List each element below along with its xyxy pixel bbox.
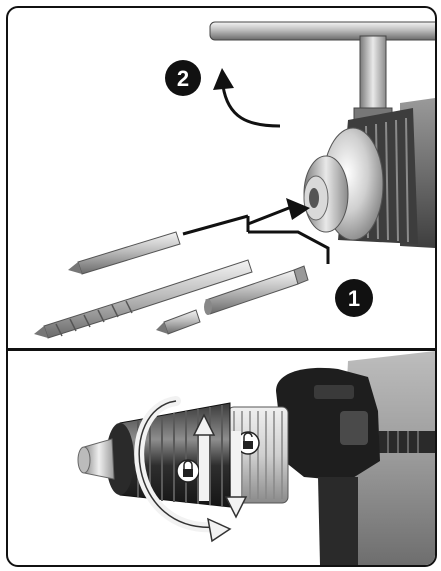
insertion-arrow-icon — [286, 198, 310, 220]
insertion-guide — [182, 204, 330, 264]
keyed-chuck-illustration: 2 — [34, 21, 435, 339]
side-handle — [276, 367, 380, 565]
keyed-chuck-panel: 2 — [8, 8, 435, 348]
keyed-chuck-icon — [303, 108, 418, 244]
screwdriver-bit-icon — [68, 231, 181, 275]
keyless-chuck-panel — [8, 351, 435, 565]
step-1-label: 1 — [348, 286, 360, 311]
step-2-badge: 2 — [165, 60, 201, 96]
step-1-badge: 1 — [335, 279, 373, 317]
instruction-frame: 2 — [6, 6, 437, 567]
keyless-chuck-icon — [77, 402, 289, 508]
chuck-key-icon — [209, 21, 435, 123]
panel-divider — [8, 348, 435, 351]
short-bit-icon — [156, 309, 201, 335]
drill-bit-icon — [34, 259, 253, 339]
rotation-arrow-icon — [213, 68, 281, 128]
lock-icon — [176, 459, 200, 483]
step-2-label: 2 — [177, 66, 189, 91]
bit-holder-icon — [204, 265, 309, 315]
rotation-arrow-icon — [134, 396, 248, 543]
keyless-chuck-illustration — [77, 351, 435, 565]
